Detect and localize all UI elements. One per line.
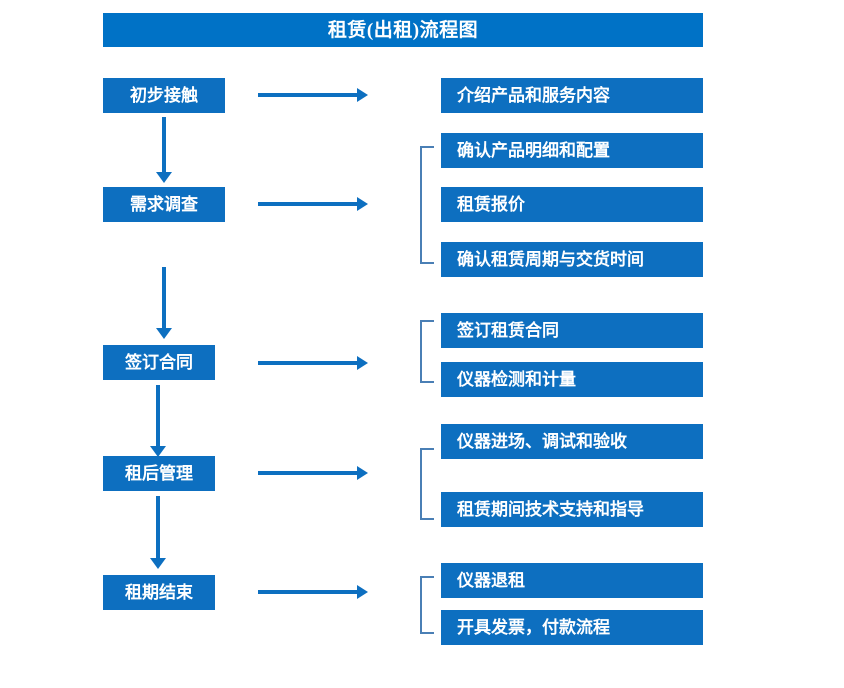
right-arrow-icon — [258, 466, 368, 480]
stage-label: 签订合同 — [125, 353, 193, 372]
stage-box-租期结束[interactable]: 租期结束 — [103, 575, 215, 610]
right-arrow-icon — [258, 356, 368, 370]
down-arrow-icon — [156, 117, 172, 183]
group-bracket-icon — [420, 448, 434, 520]
right-arrow-icon — [258, 88, 368, 102]
right-arrow-icon — [258, 585, 368, 599]
detail-label: 仪器检测和计量 — [457, 370, 576, 389]
detail-label: 仪器进场、调试和验收 — [457, 432, 627, 451]
arrow-head — [357, 466, 368, 480]
arrow-shaft — [162, 117, 166, 172]
right-arrow-icon — [258, 197, 368, 211]
stage-label: 租后管理 — [125, 464, 193, 483]
arrow-shaft — [156, 385, 160, 446]
group-bracket-icon — [420, 576, 434, 634]
down-arrow-icon — [150, 385, 166, 457]
arrow-head — [357, 585, 368, 599]
arrow-shaft — [156, 496, 160, 558]
stage-box-初步接触[interactable]: 初步接触 — [103, 78, 225, 113]
detail-box-介绍产品和服务内容[interactable]: 介绍产品和服务内容 — [441, 78, 703, 113]
arrow-head — [357, 88, 368, 102]
arrow-shaft — [258, 361, 357, 365]
detail-label: 确认产品明细和配置 — [457, 141, 610, 160]
arrow-shaft — [258, 471, 357, 475]
detail-box-开具发票付款流程[interactable]: 开具发票，付款流程 — [441, 610, 703, 645]
stage-box-租后管理[interactable]: 租后管理 — [103, 456, 215, 491]
stage-box-需求调查[interactable]: 需求调查 — [103, 187, 225, 222]
group-bracket-icon — [420, 320, 434, 383]
arrow-shaft — [162, 267, 166, 328]
detail-box-确认租赁周期与交货时间[interactable]: 确认租赁周期与交货时间 — [441, 242, 703, 277]
arrow-shaft — [258, 202, 357, 206]
detail-box-仪器检测和计量[interactable]: 仪器检测和计量 — [441, 362, 703, 397]
detail-label: 签订租赁合同 — [457, 321, 559, 340]
group-bracket-icon — [420, 146, 434, 264]
arrow-head — [150, 446, 166, 457]
down-arrow-icon — [156, 267, 172, 339]
detail-label: 介绍产品和服务内容 — [457, 86, 610, 105]
detail-box-仪器退租[interactable]: 仪器退租 — [441, 563, 703, 598]
detail-box-签订租赁合同[interactable]: 签订租赁合同 — [441, 313, 703, 348]
arrow-head — [156, 328, 172, 339]
stage-label: 租期结束 — [125, 583, 193, 602]
detail-label: 仪器退租 — [457, 571, 525, 590]
page-title-banner: 租赁(出租)流程图 — [103, 13, 703, 47]
stage-label: 初步接触 — [130, 86, 198, 105]
stage-label: 需求调查 — [130, 195, 198, 214]
page-title: 租赁(出租)流程图 — [327, 19, 479, 41]
detail-box-仪器进场调试和验收[interactable]: 仪器进场、调试和验收 — [441, 424, 703, 459]
detail-label: 开具发票，付款流程 — [457, 618, 610, 637]
arrow-head — [357, 356, 368, 370]
detail-box-确认产品明细和配置[interactable]: 确认产品明细和配置 — [441, 133, 703, 168]
down-arrow-icon — [150, 496, 166, 569]
arrow-shaft — [258, 93, 357, 97]
arrow-head — [357, 197, 368, 211]
stage-box-签订合同[interactable]: 签订合同 — [103, 345, 215, 380]
detail-label: 租赁报价 — [457, 195, 525, 214]
arrow-shaft — [258, 590, 357, 594]
detail-label: 租赁期间技术支持和指导 — [457, 500, 644, 519]
arrow-head — [156, 172, 172, 183]
detail-box-租赁报价[interactable]: 租赁报价 — [441, 187, 703, 222]
arrow-head — [150, 558, 166, 569]
detail-label: 确认租赁周期与交货时间 — [457, 250, 644, 269]
detail-box-租赁期间技术支持和指导[interactable]: 租赁期间技术支持和指导 — [441, 492, 703, 527]
